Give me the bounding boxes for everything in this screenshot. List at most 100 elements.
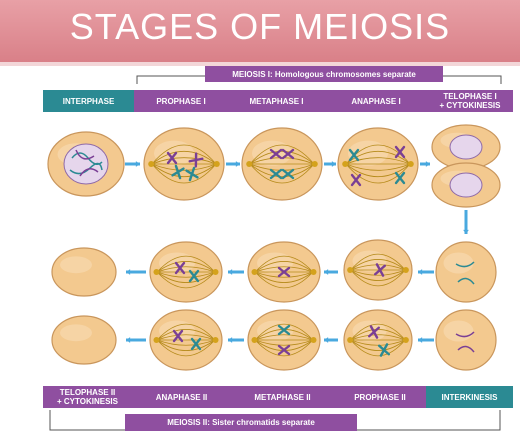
metaphase-1-fiber	[249, 151, 315, 165]
anaphase-2-b-fiber	[156, 339, 216, 351]
prophase-2-b-fiber	[350, 323, 406, 341]
anaphase-1-centrosome	[407, 161, 414, 167]
anaphase-1-chromosome	[394, 145, 406, 159]
prophase-1-centrosome	[213, 161, 220, 167]
metaphase-2-b-fiber	[254, 339, 314, 357]
arrow-metaphase-anaphase-2a-head	[228, 269, 233, 275]
arrow-anaphase-telophase-2a-head	[126, 269, 131, 275]
prophase-2-a-fiber	[350, 269, 406, 287]
metaphase-1-chromosome	[281, 148, 295, 160]
metaphase-2-cell-b-highlight	[257, 320, 293, 342]
prophase-2-b-fiber	[350, 339, 406, 357]
anaphase-2-a-fiber	[157, 271, 215, 278]
prophase-2-cell-b-highlight	[352, 320, 387, 342]
stage-telophase-2: TELOPHASE II + CYTOKINESIS	[43, 386, 132, 408]
stage-telophase-1: TELOPHASE I + CYTOKINESIS	[427, 90, 513, 112]
anaphase-2-a-centrosome	[153, 269, 160, 275]
prophase-1-centrosome	[148, 161, 155, 167]
title-bar-shade	[0, 62, 520, 66]
prophase-2-chromosome	[373, 263, 387, 277]
telophase-1-nucleus	[449, 172, 483, 198]
prophase-2-a-fiber	[350, 253, 406, 271]
stage-telophase-2-line2: + CYTOKINESIS	[57, 397, 118, 406]
anaphase-2-b-centrosome	[153, 337, 160, 343]
metaphase-1-centrosome	[246, 161, 253, 167]
interkinesis-cell-b-highlight	[443, 320, 474, 342]
prophase-2-chromosome	[367, 325, 381, 339]
prophase-1-fiber	[151, 163, 217, 171]
metaphase-1-fiber	[249, 163, 315, 177]
meiosis2-banner: MEIOSIS II: Sister chromatids separate	[125, 414, 357, 431]
metaphase-2-chromosome	[277, 344, 291, 356]
metaphase-1-chromosome	[281, 168, 295, 180]
stage-interkinesis: INTERKINESIS	[426, 386, 513, 408]
interkinesis-chromatin	[455, 261, 475, 285]
stage-telophase-2-line1: TELOPHASE II	[59, 388, 116, 397]
interphase-chromatin	[75, 149, 99, 177]
prophase-2-a-centrosome	[402, 267, 409, 273]
metaphase-2-b-fiber	[254, 323, 314, 341]
stage-prophase-1: PROPHASE I	[134, 90, 228, 112]
prophase-2-a-centrosome	[347, 267, 354, 273]
stage-prophase-2: PROPHASE II	[334, 386, 426, 408]
anaphase-2-a-fiber	[156, 271, 216, 289]
metaphase-1-centrosome	[311, 161, 318, 167]
metaphase-2-chromosome	[277, 266, 291, 278]
prophase-2-b-centrosome	[402, 337, 409, 343]
anaphase-2-b-fiber	[156, 323, 216, 341]
arrow-anaphase-telophase-2b-head	[126, 337, 131, 343]
arrow-prophase-metaphase-head	[235, 161, 240, 167]
prophase-2-b-fiber	[350, 339, 406, 346]
metaphase-2-a-centrosome	[251, 269, 258, 275]
arrow-telophase-interkinesis-head	[463, 229, 469, 234]
prophase-1-fiber	[151, 163, 217, 184]
interkinesis-chromatin	[455, 331, 475, 353]
prophase-1-chromosome	[188, 152, 204, 168]
telophase-1-nucleus	[449, 134, 483, 160]
interkinesis-cell-a-highlight	[443, 252, 474, 274]
stage-metaphase-1: METAPHASE I	[228, 90, 325, 112]
stage-metaphase-2: METAPHASE II	[231, 386, 334, 408]
anaphase-2-b-fiber	[156, 329, 216, 341]
prophase-2-b-fiber	[350, 339, 406, 351]
stage-anaphase-1: ANAPHASE I	[325, 90, 427, 112]
anaphase-2-b-fiber	[157, 334, 215, 341]
anaphase-2-a-fiber	[156, 261, 216, 273]
arrow-metaphase-anaphase-head	[331, 161, 336, 167]
metaphase-1-chromosome	[269, 168, 283, 180]
metaphase-2-a-centrosome	[310, 269, 317, 275]
anaphase-2-a-fiber	[157, 266, 215, 273]
prophase-2-chromosome	[377, 343, 391, 357]
anaphase-2-a-fiber	[156, 255, 216, 273]
arrow-interkinesis-prophase-2b-head	[418, 337, 423, 343]
metaphase-2-a-fiber	[254, 255, 314, 273]
page-title: STAGES OF MEIOSIS	[69, 6, 451, 47]
prophase-2-a-fiber	[350, 259, 406, 271]
metaphase-2-a-fiber	[255, 266, 313, 273]
arrow-anaphase-telophase-head	[425, 161, 430, 167]
anaphase-1-fiber	[345, 163, 411, 171]
anaphase-1-centrosome	[342, 161, 349, 167]
anaphase-2-cell-b-highlight	[159, 320, 195, 342]
stage-telophase-1-line2: + CYTOKINESIS	[439, 101, 501, 110]
prophase-1-chromosome	[185, 166, 199, 182]
metaphase-1-fiber	[249, 144, 315, 165]
anaphase-2-chromosome	[172, 329, 184, 343]
interphase-nucleus	[63, 143, 109, 185]
prophase-2-a-fiber	[350, 269, 406, 281]
metaphase-2-a-fiber	[254, 271, 314, 283]
prophase-2-a-fiber	[350, 269, 406, 276]
title-bar	[0, 0, 520, 66]
arrow-interphase-prophase-head	[135, 161, 140, 167]
anaphase-2-chromosome	[188, 269, 200, 283]
prophase-1-fiber	[151, 144, 217, 165]
metaphase-2-a-fiber	[254, 261, 314, 273]
arrow-prophase-metaphase-2b-head	[324, 337, 329, 343]
arrow-interkinesis-prophase-2a-head	[418, 269, 423, 275]
prophase-1-fiber	[151, 157, 217, 165]
anaphase-1-fiber	[345, 157, 411, 165]
prophase-1-fiber	[151, 151, 217, 165]
stage-anaphase-2: ANAPHASE II	[132, 386, 231, 408]
telophase-2-cell-b-highlight	[60, 324, 92, 342]
